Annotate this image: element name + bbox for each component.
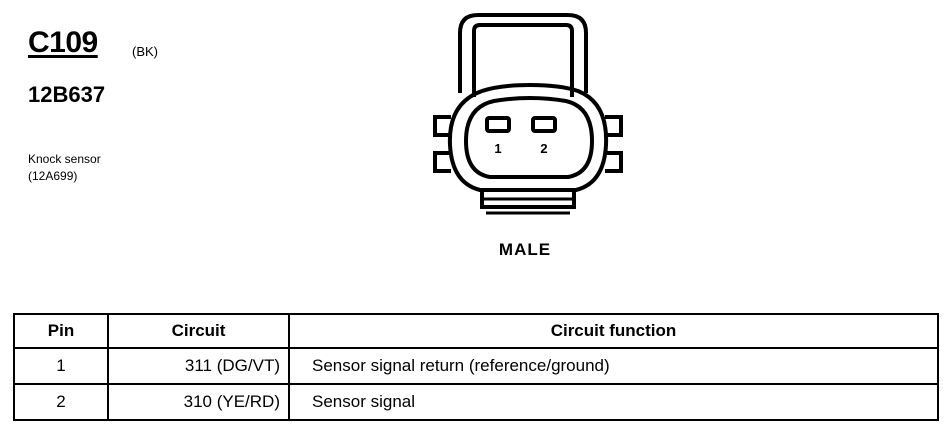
latch-hood: [458, 13, 588, 93]
connector-face-inner: [463, 95, 595, 179]
row-pin: 2: [13, 383, 109, 421]
connector-face-diagram: 1 2: [433, 13, 623, 215]
connector-color: (BK): [132, 44, 158, 59]
row-circuit: 311 (DG/VT): [107, 347, 290, 385]
connector-id: C109: [28, 26, 98, 59]
component-id-line2: (12A699): [28, 169, 78, 183]
connector-gender: MALE: [498, 240, 552, 259]
part-number: 12B637: [28, 82, 106, 107]
component-name-line1: Knock sensor: [28, 152, 101, 166]
pin-label-1: 1: [494, 141, 501, 156]
pin-cavity-2: [531, 116, 557, 133]
row-pin: 1: [13, 347, 109, 385]
header-circuit-function: Circuit function: [288, 313, 939, 349]
component-name: Knock sensor (12A699): [28, 151, 101, 185]
row-function: Sensor signal return (reference/ground): [288, 347, 939, 385]
row-circuit: 310 (YE/RD): [107, 383, 290, 421]
pin-cavity-1: [485, 116, 511, 133]
right-tab-lower: [605, 151, 623, 173]
header-pin: Pin: [13, 313, 109, 349]
table-header-row: Pin Circuit Circuit function: [13, 313, 939, 349]
left-tab-lower: [433, 151, 451, 173]
table-row: 2 310 (YE/RD) Sensor signal: [13, 383, 939, 421]
latch-inner: [472, 23, 574, 97]
pin-label-2: 2: [540, 141, 547, 156]
pinout-table: Pin Circuit Circuit function 1 311 (DG/V…: [13, 313, 939, 421]
row-function: Sensor signal: [288, 383, 939, 421]
left-tab-upper: [433, 115, 451, 137]
right-tab-upper: [605, 115, 623, 137]
header-circuit: Circuit: [107, 313, 290, 349]
table-row: 1 311 (DG/VT) Sensor signal return (refe…: [13, 347, 939, 385]
housing-outer: [447, 82, 609, 192]
